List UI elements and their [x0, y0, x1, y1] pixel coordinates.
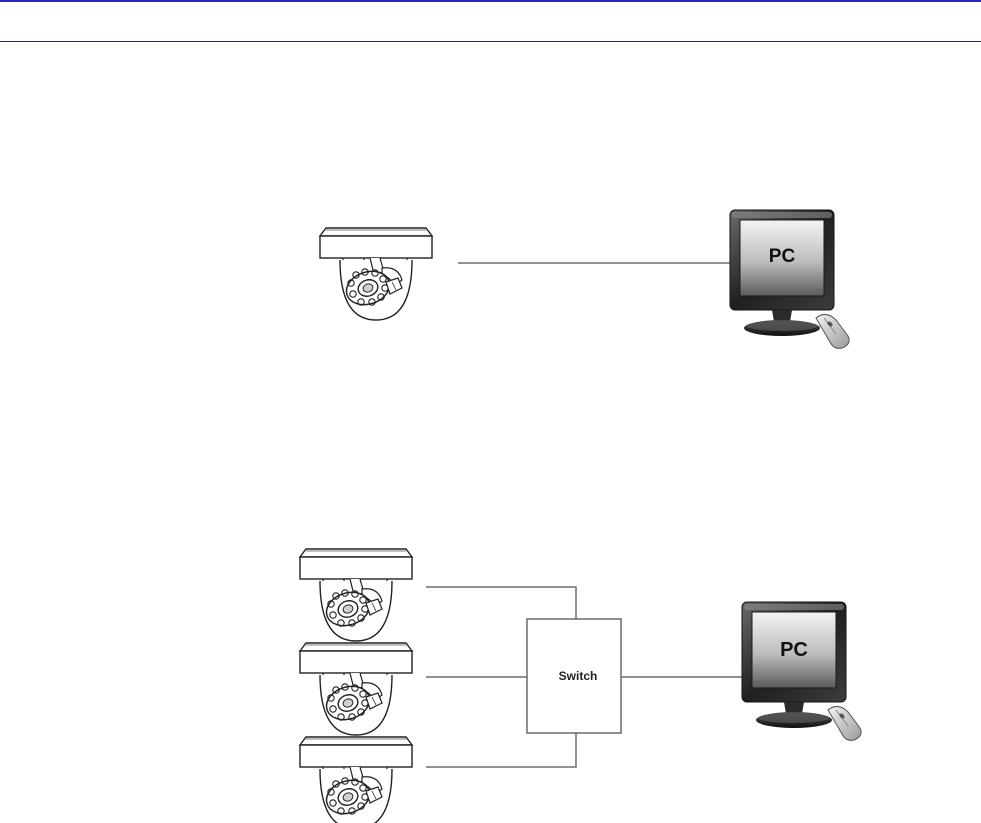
camera-icon: [300, 549, 412, 641]
cable-line-camera-3: [426, 733, 576, 767]
pc-monitor-icon: PC: [730, 210, 849, 348]
diagram-1-direct-connection: PC: [320, 210, 849, 348]
pc-label: PC: [780, 639, 808, 661]
camera-icon: [300, 643, 412, 735]
switch-label: Switch: [559, 669, 598, 683]
diagram-2-switch-connection: Switch PC: [300, 549, 861, 823]
pc-label: PC: [769, 246, 796, 267]
camera-icon: [320, 228, 432, 320]
camera-icon: [300, 737, 412, 823]
cable-line-camera-1: [426, 587, 576, 619]
pc-monitor-icon: PC: [742, 602, 861, 740]
